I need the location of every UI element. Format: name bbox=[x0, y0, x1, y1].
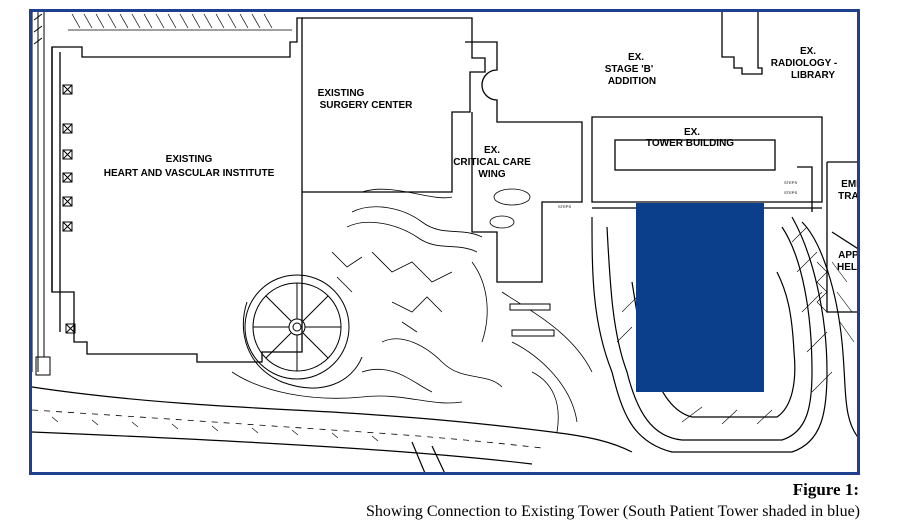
steps-label-1: STEPS bbox=[558, 204, 571, 209]
heart-vascular-institute-building bbox=[51, 17, 303, 363]
helipad-label-line2: HELIC bbox=[837, 262, 860, 273]
stage-b-label-line3: ADDITION bbox=[608, 76, 656, 87]
hvi-label-line1: EXISTING bbox=[166, 154, 213, 165]
critical-care-label-line1: EX. bbox=[484, 145, 500, 156]
surgery-label-line2: SURGERY CENTER bbox=[320, 100, 414, 111]
landscape-paths bbox=[231, 188, 593, 433]
critical-care-label-line2: CRITICAL CARE bbox=[453, 157, 531, 168]
figure-caption-text: Showing Connection to Existing Tower (So… bbox=[365, 503, 860, 520]
radiology-label-line3: LIBRARY bbox=[791, 70, 835, 81]
hvi-label-line2: HEART AND VASCULAR INSTITUTE bbox=[104, 168, 275, 179]
site-plan-frame: EXISTING HEART AND VASCULAR INSTITUTE EX… bbox=[29, 9, 860, 475]
stage-b-label-line1: EX. bbox=[628, 52, 644, 63]
emergency-label-line1: EME bbox=[841, 179, 860, 190]
road-dash-marks bbox=[51, 416, 379, 442]
building-labels: EXISTING HEART AND VASCULAR INSTITUTE EX… bbox=[104, 46, 860, 273]
radiology-library-outline bbox=[721, 12, 763, 75]
stage-b-label-line2: STAGE 'B' bbox=[605, 64, 653, 75]
top-left-hatch bbox=[68, 13, 292, 31]
helipad-label-line1: APPR bbox=[838, 250, 860, 261]
critical-care-label-line3: WING bbox=[478, 169, 505, 180]
emergency-label-line2: TRAU bbox=[838, 191, 860, 202]
critical-care-wing-building bbox=[465, 41, 583, 283]
figure-caption-title: Figure 1: bbox=[792, 480, 859, 499]
west-edge-strip bbox=[32, 12, 51, 376]
steps-label-3: STEPS bbox=[784, 190, 797, 195]
surgery-label-line1: EXISTING bbox=[318, 88, 365, 99]
site-plan-drawing: EXISTING HEART AND VASCULAR INSTITUTE EX… bbox=[32, 12, 860, 472]
south-patient-tower-shaded bbox=[636, 203, 764, 392]
tower-label-line1: EX. bbox=[684, 127, 700, 138]
tower-label-line2: TOWER BUILDING bbox=[646, 138, 734, 149]
main-road bbox=[32, 386, 633, 472]
hvi-window-boxes bbox=[62, 84, 76, 334]
circular-plaza bbox=[242, 274, 363, 389]
radiology-label-line1: EX. bbox=[800, 46, 816, 57]
surgery-center-building bbox=[302, 17, 486, 193]
steps-label-2: STEPS bbox=[784, 180, 797, 185]
radiology-label-line2: RADIOLOGY - bbox=[771, 58, 837, 69]
parking-stalls bbox=[509, 303, 555, 337]
